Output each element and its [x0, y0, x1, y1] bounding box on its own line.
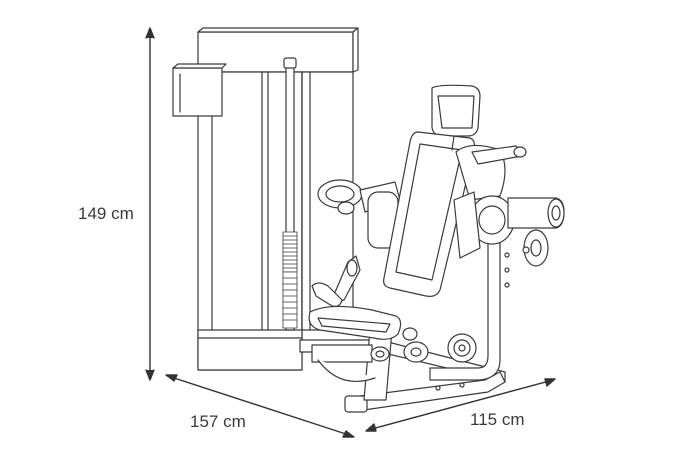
height-dimension-arrow: [145, 27, 155, 381]
weight-plates: [282, 231, 298, 329]
width-label: 115 cm: [470, 410, 525, 429]
instruction-placard: [172, 63, 227, 117]
counterweight-disc: [447, 333, 477, 363]
length-label: 157 cm: [190, 412, 246, 431]
width-dimension-arrow: [365, 378, 556, 432]
backrest: [383, 84, 481, 297]
right-arm-pad: [507, 197, 565, 229]
right-arm-mechanism: [453, 144, 565, 267]
height-label: 149 cm: [78, 204, 134, 223]
seat: [308, 305, 429, 363]
left-arm-pad: [317, 179, 401, 249]
length-dimension-arrow: [165, 374, 355, 438]
